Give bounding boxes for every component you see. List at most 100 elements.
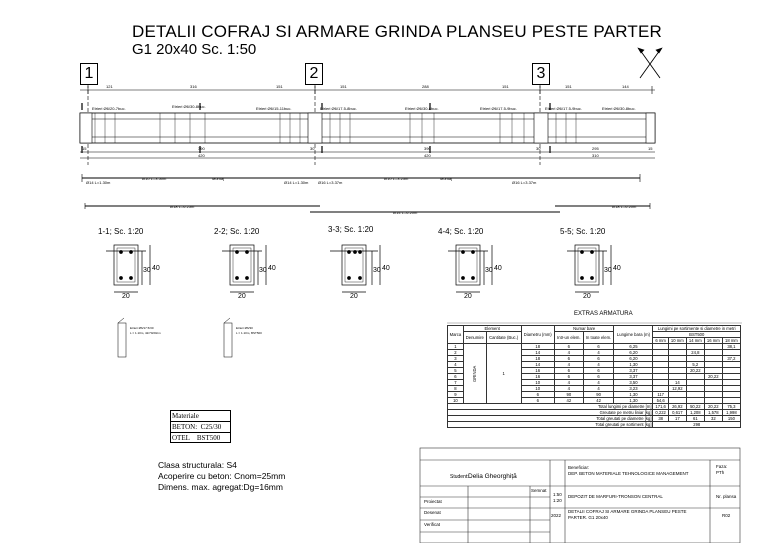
axis-3-label: 3 xyxy=(532,63,550,85)
bottom-dim-end-right: 15 xyxy=(648,146,653,151)
top-dim-7: 151 xyxy=(565,84,572,89)
section-title-2: 2-2; Sc. 1:20 xyxy=(214,227,260,236)
section-h2-1: 40 xyxy=(152,265,160,272)
th-lungime: Lungime bara (m) xyxy=(613,325,654,344)
top-dim-3: 151 xyxy=(276,84,283,89)
section-width-2: 20 xyxy=(238,293,246,300)
beton-label: BETON: xyxy=(172,423,198,431)
materials-beton: BETON: C25/30 xyxy=(171,422,230,433)
section-width-4: 20 xyxy=(464,293,472,300)
th-intrun: Intr-un elem. xyxy=(553,331,584,344)
extras-table: Marca Element Diametru (mm) Numar bare L… xyxy=(446,325,742,428)
bar-label: Ø10 L=3.50m xyxy=(142,176,167,181)
stirrup-label: Etrieri Ø6/17.5-9buc. xyxy=(545,106,582,111)
th-diam: 10 mm xyxy=(667,337,687,344)
bar-label: Ø14 L=1.30m xyxy=(86,180,111,185)
stirrup-label: Etrieri Ø6/30-8buc. xyxy=(172,104,206,109)
bar-label: Ø16 L=3.37m xyxy=(512,180,537,185)
drawing-title: DETALII COFRAJ SI ARMARE GRINDA PLANSEU … xyxy=(132,22,662,41)
materials-otel: OTEL BST500 xyxy=(171,433,230,443)
bottom-dim-span3-total: 310 xyxy=(592,153,599,158)
bottom-dim-span2: 390 xyxy=(424,146,431,151)
bottom-dim-mid2: 30 xyxy=(536,146,541,151)
section-width-3: 20 xyxy=(350,293,358,300)
bar-label-long-3: Ø18 L=6.20m xyxy=(612,204,637,209)
top-dim-4: 151 xyxy=(340,84,347,89)
stirrup-label: Etrieri Ø6/30-8buc. xyxy=(405,106,439,111)
info-aggregate-size: Dimens. max. agregat:Dg=16mm xyxy=(158,482,283,492)
bottom-dim-span1-total: 420 xyxy=(198,153,205,158)
student-label: Student: xyxy=(450,474,469,480)
faza-value: PTh xyxy=(716,470,725,475)
section-width-1: 20 xyxy=(122,293,130,300)
stirrup-label: Etrieri Ø6/30-8buc. xyxy=(602,106,636,111)
top-dim-5: 288 xyxy=(422,84,429,89)
stirrup-label: Etrieri Ø6/17.5-9buc. xyxy=(480,106,517,111)
stirrup-detail-2-line2: L = 1.10m, BST500 xyxy=(236,331,262,335)
bar-label-long-1: Ø18 L=6.25m xyxy=(170,204,195,209)
otel-label: OTEL xyxy=(172,434,190,442)
totals-value: 298 xyxy=(652,421,741,428)
stirrup-detail-1-line1: Etrieri Ø6/17.5/30 xyxy=(130,326,154,330)
th-marca: Marca xyxy=(447,325,464,344)
bottom-dim-mid1: 30 xyxy=(310,146,315,151)
semnat-label: Semnat xyxy=(531,488,547,493)
th-cantitate: Cantitate (Buc.) xyxy=(485,331,522,344)
year: 2022 xyxy=(551,513,562,518)
bar-label: Ø16 L=3.37m xyxy=(318,180,343,185)
section-title-4: 4-4; Sc. 1:20 xyxy=(438,227,484,236)
stirrup-label: Etrieri Ø6/20-7buc. xyxy=(92,106,126,111)
top-dim-6: 151 xyxy=(502,84,509,89)
drawing-name: DETALII COFRAJ SI ARMARE GRINDA PLANSEU … xyxy=(568,509,687,520)
info-concrete-cover: Acoperire cu beton: Cnom=25mm xyxy=(158,471,286,481)
cell-element-qty: 1 xyxy=(485,343,522,404)
th-denumire: Denumire xyxy=(462,331,487,344)
beneficiar-label: Beneficiar: xyxy=(568,465,590,470)
beneficiar-value: DEP. BETON MATERIALE TEHNOLOGICE MANAGEM… xyxy=(568,471,689,476)
bottom-dim-span2-total: 420 xyxy=(424,153,431,158)
otel-value: BST500 xyxy=(196,434,221,442)
top-dim-8: 144 xyxy=(622,84,629,89)
info-structural-class: Clasa structurala: S4 xyxy=(158,460,237,470)
cell-element-name: GRINDA xyxy=(463,343,487,404)
stirrup-detail-1-line2: L = 1.10m, 42/70/20cm xyxy=(130,331,161,335)
bar-label: Ø10 L=3.23m xyxy=(384,176,409,181)
faza-label: Faza: xyxy=(716,464,728,469)
bar-label: Montaj xyxy=(212,176,225,181)
section-h2-4: 40 xyxy=(494,265,502,272)
totals-label: Total greutati pe sortiment [kg] xyxy=(446,421,654,428)
bottom-dim-span3: 295 xyxy=(592,146,599,151)
beton-value: C25/30 xyxy=(200,423,222,431)
bottom-dim-end-left: 15 xyxy=(82,146,87,151)
section-title-5: 5-5; Sc. 1:20 xyxy=(560,227,606,236)
section-h1-4: 30 xyxy=(485,267,493,274)
desenat-label: Desenat xyxy=(424,510,441,515)
section-title-1: 1-1; Sc. 1:20 xyxy=(98,227,144,236)
section-h1-5: 30 xyxy=(604,267,612,274)
scale-1: 1:50 xyxy=(553,492,562,497)
section-width-5: 20 xyxy=(583,293,591,300)
section-title-3: 3-3; Sc. 1:20 xyxy=(328,225,374,234)
bottom-dim-span1: 390 xyxy=(198,146,205,151)
totals-row: Total greutati pe sortiment [kg]298 xyxy=(446,421,741,428)
th-diametru: Diametru (mm) xyxy=(520,325,555,344)
bar-label: Montaj xyxy=(440,176,453,181)
th-lungimi: Lungimi pe sortimente si diametre in met… xyxy=(652,325,741,332)
th-diam: 18 mm xyxy=(721,337,742,344)
th-diam: 16 mm xyxy=(703,337,723,344)
section-h1-3: 30 xyxy=(373,267,381,274)
section-h1-1: 30 xyxy=(143,267,151,274)
th-diam: 14 mm xyxy=(685,337,705,344)
drawing-subtitle: G1 20x40 Sc. 1:50 xyxy=(132,41,257,58)
axis-2-label: 2 xyxy=(305,63,323,85)
stirrup-detail-2-line1: Etrieri Ø6/30 xyxy=(236,326,253,330)
stirrup-label: Etrieri Ø6/15-11buc. xyxy=(256,106,292,111)
section-h2-5: 40 xyxy=(613,265,621,272)
extras-title: EXTRAS ARMATURA xyxy=(574,311,633,317)
nr-plansa-label: Nr. plansa xyxy=(716,494,737,499)
section-h1-2: 30 xyxy=(259,267,267,274)
scale-2: 1:20 xyxy=(553,498,562,503)
proiectat-label: Proiectat xyxy=(424,499,442,504)
